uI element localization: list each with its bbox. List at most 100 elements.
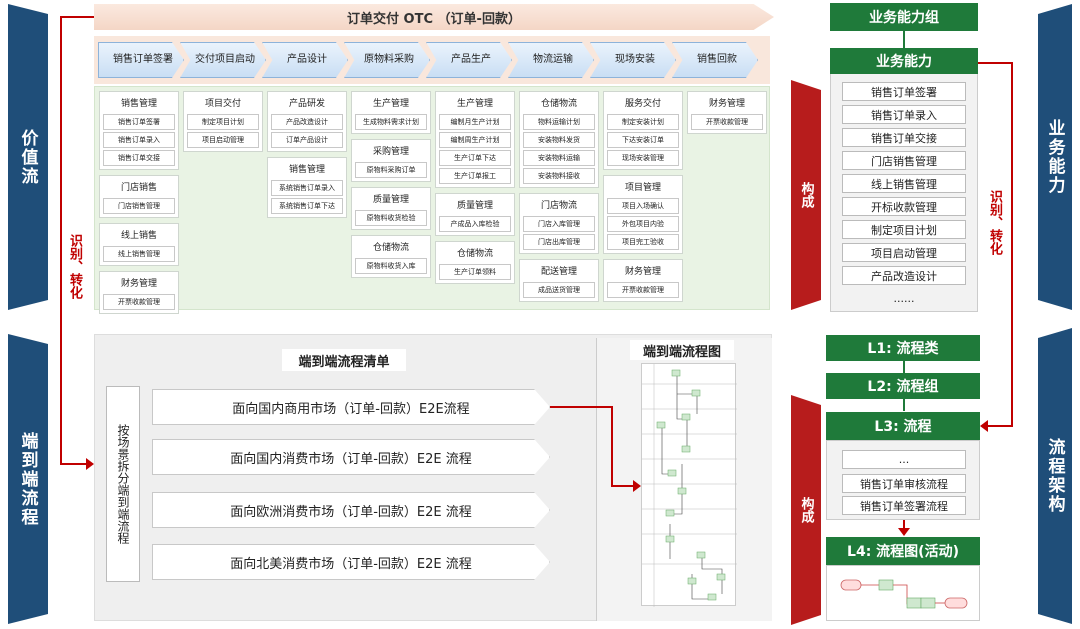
l4-flowchart-activity: L4: 流程图(活动) xyxy=(826,537,980,565)
l3-item: 销售订单审核流程 xyxy=(842,474,966,493)
capability-group: 财务管理开票收款管理 xyxy=(687,91,767,134)
arrow-down-icon xyxy=(898,528,910,536)
capability-group-title: 质量管理 xyxy=(372,195,409,205)
capability-group: 财务管理开票收款管理 xyxy=(99,271,179,314)
compose-chevron-bottom: 构成 xyxy=(791,395,821,625)
capability-group-title: 仓储物流 xyxy=(372,243,409,253)
capability-group-title: 销售管理 xyxy=(120,99,157,109)
capability-item: 编制月生产计划 xyxy=(439,114,511,130)
capability-item: 项目完工验收 xyxy=(607,234,679,250)
connector-line xyxy=(611,485,635,487)
l2-process-group: L2: 流程组 xyxy=(826,373,980,399)
e2e-flowchart-image xyxy=(641,363,737,607)
flow-domestic-consumer[interactable]: 面向国内消费市场（订单-回款）E2E 流程 xyxy=(152,439,550,475)
connector-line xyxy=(978,62,1012,64)
capability-group: 项目管理项目入场确认外包项目内验项目完工验收 xyxy=(603,175,683,254)
capability-group: 门店销售门店销售管理 xyxy=(99,175,179,218)
capability-group-title: 财务管理 xyxy=(624,267,661,277)
capability-item: 原物料采购订单 xyxy=(355,162,427,178)
capability-item: 安装物料发货 xyxy=(523,132,595,148)
capability-item: 原物料收货检验 xyxy=(355,210,427,226)
capability-item: 开票收款管理 xyxy=(103,294,175,310)
capability-list-item: 销售订单录入 xyxy=(842,105,966,124)
capability-list-item: 线上销售管理 xyxy=(842,174,966,193)
capability-item: 订单产品设计 xyxy=(271,132,343,148)
capability-column: 生产管理编制月生产计划编制周生产计划生产订单下达生产订单报工质量管理产成品入库检… xyxy=(435,91,515,289)
capability-item: 编制周生产计划 xyxy=(439,132,511,148)
capability-group-title: 服务交付 xyxy=(624,99,661,109)
capability-item: 制定项目计划 xyxy=(187,114,259,130)
capability-group-title: 线上销售 xyxy=(120,231,157,241)
capability-item: 项目启动管理 xyxy=(187,132,259,148)
step-production: 产品生产 xyxy=(426,42,512,78)
e2e-list-title: 端到端流程清单 xyxy=(282,349,406,371)
capability-group: 销售管理系统销售订单录入系统销售订单下达 xyxy=(267,157,347,218)
flow-north-america-consumer[interactable]: 面向北美消费市场（订单-回款）E2E 流程 xyxy=(152,544,550,580)
capability-group: 财务管理开票收款管理 xyxy=(603,259,683,302)
capability-column: 产品研发产品改造设计订单产品设计销售管理系统销售订单录入系统销售订单下达 xyxy=(267,91,347,223)
capability-group: 项目交付制定项目计划项目启动管理 xyxy=(183,91,263,152)
capability-item: 销售订单录入 xyxy=(103,132,175,148)
capability-item: 门店销售管理 xyxy=(103,198,175,214)
capability-group: 仓储物流生产订单领料 xyxy=(435,241,515,284)
capability-item: 制定安装计划 xyxy=(607,114,679,130)
capability-item: 系统销售订单下达 xyxy=(271,198,343,214)
step-logistics: 物流运输 xyxy=(508,42,594,78)
capability-group: 产品研发产品改造设计订单产品设计 xyxy=(267,91,347,152)
capability-item: 原物料收货入库 xyxy=(355,258,427,274)
capability-group-title: 销售管理 xyxy=(288,165,325,175)
capability-column: 服务交付制定安装计划下达安装订单现场安装管理项目管理项目入场确认外包项目内验项目… xyxy=(603,91,683,307)
capability-column: 销售管理销售订单签署销售订单录入销售订单交接门店销售门店销售管理线上销售线上销售… xyxy=(99,91,179,319)
capability-list-item: 销售订单签署 xyxy=(842,82,966,101)
step-sign-order: 销售订单签署 xyxy=(98,42,184,78)
value-stream-steps: 销售订单签署 交付项目启动 产品设计 原物料采购 产品生产 物流运输 现场安装 … xyxy=(94,36,770,84)
capability-group-box: 业务能力组 xyxy=(830,3,978,31)
capability-item: 生产订单领料 xyxy=(439,264,511,280)
l3-process: L3: 流程 xyxy=(826,412,980,440)
capability-item: 销售订单交接 xyxy=(103,150,175,166)
capability-item: 销售订单签署 xyxy=(103,114,175,130)
capability-item: 门店入库管理 xyxy=(523,216,595,232)
capability-group-title: 财务管理 xyxy=(708,99,745,109)
capability-group: 质量管理原物料收货检验 xyxy=(351,187,431,230)
identify-label-right: 识别、转化 xyxy=(987,190,1002,255)
e2e-chart-title: 端到端流程图 xyxy=(630,340,734,360)
capability-matrix: 销售管理销售订单签署销售订单录入销售订单交接门店销售门店销售管理线上销售线上销售… xyxy=(94,86,770,314)
capability-group: 质量管理产成品入库检验 xyxy=(435,193,515,236)
capability-group-title: 门店销售 xyxy=(120,183,157,193)
capability-list-item: 产品改造设计 xyxy=(842,266,966,285)
step-project-start: 交付项目启动 xyxy=(180,42,266,78)
capability-group: 采购管理原物料采购订单 xyxy=(351,139,431,182)
capability-group: 仓储物流物料运输计划安装物料发货安装物料运输安装物料接收 xyxy=(519,91,599,188)
identify-label: 识别、转化 xyxy=(65,232,84,301)
capability-item: 项目入场确认 xyxy=(607,198,679,214)
capability-column: 生产管理生成物料需求计划采购管理原物料采购订单质量管理原物料收货检验仓储物流原物… xyxy=(351,91,431,283)
capability-group-title: 生产管理 xyxy=(456,99,493,109)
capability-group-title: 仓储物流 xyxy=(540,99,577,109)
flow-domestic-commercial[interactable]: 面向国内商用市场（订单-回款）E2E流程 xyxy=(152,389,550,425)
capability-group: 服务交付制定安装计划下达安装订单现场安装管理 xyxy=(603,91,683,170)
capability-item: 安装物料接收 xyxy=(523,168,595,184)
scene-split-label: 按场景拆分端到端流程 xyxy=(106,386,140,582)
connector-line xyxy=(60,16,94,18)
value-stream-band: 价值流 xyxy=(8,4,48,310)
flow-europe-consumer[interactable]: 面向欧洲消费市场（订单-回款）E2E 流程 xyxy=(152,492,550,528)
connector-line xyxy=(903,399,905,411)
capability-list-item: 门店销售管理 xyxy=(842,151,966,170)
l3-item: ... xyxy=(842,450,966,469)
capability-item: 物料运输计划 xyxy=(523,114,595,130)
capability-list-item: 开标收款管理 xyxy=(842,197,966,216)
connector-line xyxy=(550,406,612,408)
capability-group-title: 产品研发 xyxy=(288,99,325,109)
capability-group-title: 项目交付 xyxy=(204,99,241,109)
capability-group-title: 财务管理 xyxy=(120,279,157,289)
capability-group: 生产管理生成物料需求计划 xyxy=(351,91,431,134)
connector-line xyxy=(903,31,905,52)
capability-item: 开票收款管理 xyxy=(691,114,763,130)
capability-item: 生产订单下达 xyxy=(439,150,511,166)
step-payment: 销售回款 xyxy=(672,42,758,78)
capability-group-title: 项目管理 xyxy=(624,183,661,193)
capability-group-title: 配送管理 xyxy=(540,267,577,277)
step-product-design: 产品设计 xyxy=(262,42,348,78)
capability-list-item: 销售订单交接 xyxy=(842,128,966,147)
